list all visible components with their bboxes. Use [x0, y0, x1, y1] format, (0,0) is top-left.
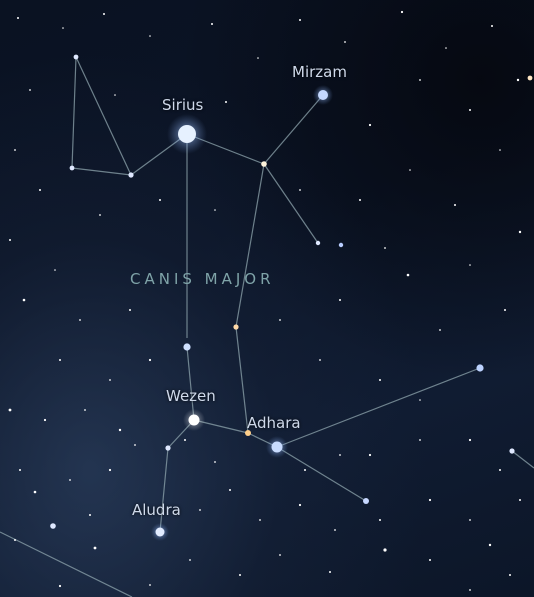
label-sirius: Sirius [162, 96, 204, 114]
label-aludra: Aludra [132, 501, 181, 519]
constellation-line [263, 94, 324, 165]
constellation-line [235, 326, 249, 434]
constellation-line [186, 346, 195, 421]
label-wezen: Wezen [166, 387, 216, 405]
star-sirius[interactable] [167, 114, 207, 154]
star [509, 448, 515, 454]
star-aludra[interactable] [151, 523, 169, 541]
star [315, 240, 321, 246]
star-mirzam[interactable] [313, 85, 333, 105]
constellation-line [71, 56, 77, 169]
star [527, 75, 533, 81]
constellation-line [263, 163, 319, 244]
constellation-line [276, 446, 367, 502]
label-adhara: Adhara [247, 414, 301, 432]
star [73, 54, 79, 60]
star [338, 242, 344, 248]
constellation-line [511, 450, 534, 469]
star [165, 445, 171, 451]
constellation-line [71, 167, 132, 176]
star [363, 498, 369, 504]
constellation-line [276, 367, 481, 448]
star [128, 172, 134, 178]
star [233, 324, 239, 330]
constellation-line [75, 56, 132, 176]
constellation-name: CANIS MAJOR [130, 270, 275, 288]
label-mirzam: Mirzam [292, 63, 347, 81]
star [261, 161, 267, 167]
constellation-line [159, 447, 169, 533]
star [476, 364, 484, 372]
star-wezen[interactable] [183, 409, 205, 431]
star-adhara[interactable] [266, 436, 288, 458]
constellation-line [235, 163, 265, 328]
star [69, 165, 75, 171]
star [183, 343, 191, 351]
constellation-line [0, 531, 133, 597]
star [245, 430, 251, 436]
star [50, 523, 56, 529]
